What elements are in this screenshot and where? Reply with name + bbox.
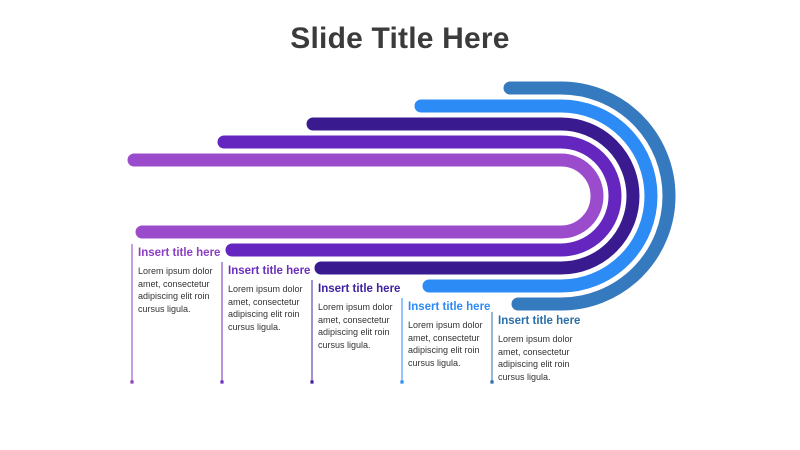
column-4-body: Lorem ipsum dolor amet, consectetur adip… [408,320,483,368]
connector-end-dot-5 [490,380,494,384]
column-2-body: Lorem ipsum dolor amet, consectetur adip… [228,284,303,332]
column-3-title: Insert title here [318,283,401,295]
column-4[interactable]: Insert title here Lorem ipsum dolor amet… [408,300,492,369]
page-title: Slide Title Here [290,22,510,55]
connector-lines-group [130,244,494,384]
ribbon-band-5 [127,153,604,239]
ribbon-band-2 [414,99,658,293]
column-1[interactable]: Insert title here Lorem ipsum dolor amet… [138,246,222,315]
column-1-title: Insert title here [138,247,221,259]
ribbon-bands-group [127,81,676,311]
column-3-body: Lorem ipsum dolor amet, consectetur adip… [318,302,393,350]
ribbon-band-3 [306,117,640,275]
column-2-title: Insert title here [228,265,311,277]
connector-end-dot-4 [400,380,404,384]
column-5-body: Lorem ipsum dolor amet, consectetur adip… [498,334,573,382]
column-4-title: Insert title here [408,301,491,313]
column-5-title: Insert title here [498,315,581,327]
connector-end-dot-2 [220,380,224,384]
ribbon-band-4 [217,135,622,257]
ribbon-band-1 [503,81,676,311]
connector-end-dot-3 [310,380,314,384]
column-5[interactable]: Insert title here Lorem ipsum dolor amet… [498,314,582,383]
column-2[interactable]: Insert title here Lorem ipsum dolor amet… [228,264,312,333]
connector-end-dot-1 [130,380,134,384]
column-1-body: Lorem ipsum dolor amet, consectetur adip… [138,266,213,314]
column-3[interactable]: Insert title here Lorem ipsum dolor amet… [318,282,402,351]
